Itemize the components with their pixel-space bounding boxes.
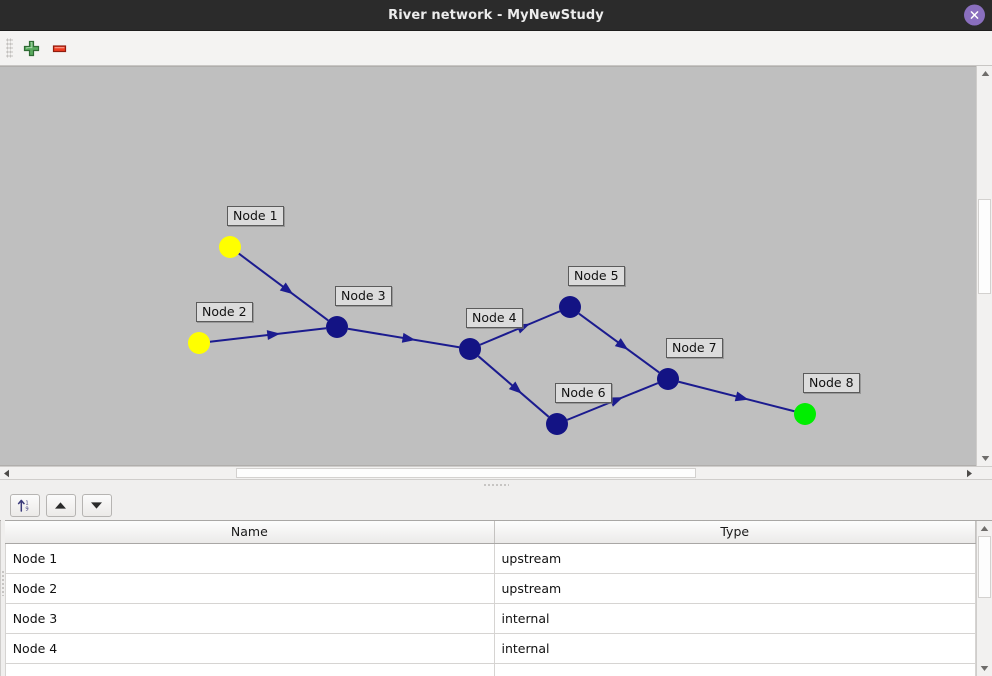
scroll-up-icon[interactable] — [977, 66, 992, 81]
nodes-vertical-scrollbar[interactable] — [975, 521, 992, 676]
green-plus-icon — [23, 40, 39, 56]
nodes-scroll-track[interactable] — [976, 536, 992, 661]
vertical-scroll-track[interactable] — [977, 81, 992, 451]
graph-node-node2[interactable] — [188, 332, 210, 354]
scroll-left-icon[interactable] — [0, 467, 13, 479]
graph-node-node6[interactable] — [546, 413, 568, 435]
edge-arrow-icon — [734, 391, 749, 402]
close-icon[interactable] — [964, 4, 985, 26]
node-label-node3[interactable]: Node 3 — [335, 286, 392, 307]
table-cell[interactable]: Node 1 — [4, 543, 495, 574]
table-cell[interactable]: Node 3 — [4, 603, 495, 634]
scrollbar-corner — [976, 467, 992, 479]
table-cell[interactable]: internal — [494, 603, 976, 634]
diagram-area: Node 1 Node 2 Node 3 Node 4 Node 5 Node 6 Node… — [0, 66, 992, 466]
node-row[interactable] — [4, 663, 976, 676]
title-bar: River network - MyNewStudy — [0, 0, 992, 31]
triangle-down-icon — [91, 501, 103, 509]
edge-arrow-icon — [609, 397, 624, 407]
sort-ascending-icon: 1 9 — [18, 499, 29, 512]
horizontal-scroll-track[interactable] — [13, 467, 963, 479]
vertical-scroll-thumb[interactable] — [978, 199, 991, 294]
scroll-down-icon[interactable] — [977, 451, 992, 466]
table-cell[interactable]: Node 2 — [4, 573, 495, 604]
nodes-move-up-button[interactable] — [45, 493, 76, 517]
table-cell[interactable]: internal — [494, 633, 976, 664]
table-cell[interactable] — [4, 663, 495, 676]
network-canvas[interactable]: Node 1 Node 2 Node 3 Node 4 Node 5 Node 6 Node… — [0, 66, 976, 466]
canvas-horizontal-scrollbar[interactable] — [0, 466, 992, 480]
toolbar-drag-handle[interactable] — [6, 38, 13, 58]
graph-node-node1[interactable] — [219, 236, 241, 258]
table-cell[interactable]: Node 4 — [4, 633, 495, 664]
node-label-node5[interactable]: Node 5 — [568, 266, 625, 287]
table-cell[interactable]: upstream — [494, 573, 976, 604]
triangle-up-icon — [55, 501, 67, 509]
nodes-scroll-up-icon[interactable] — [976, 521, 992, 536]
node-label-node2[interactable]: Node 2 — [196, 302, 253, 323]
nodes-scroll-thumb[interactable] — [977, 536, 991, 598]
splitter-grip-icon — [483, 483, 509, 487]
vertical-splitter[interactable] — [0, 490, 5, 676]
column-header-name[interactable]: Name — [5, 521, 495, 544]
nodes-sort-button[interactable]: 1 9 — [9, 493, 40, 517]
edge-arrow-icon — [614, 338, 629, 350]
red-minus-icon — [52, 44, 66, 52]
nodes-toolbar: 1 9 — [4, 490, 992, 520]
remove-node-button[interactable] — [45, 34, 73, 62]
main-toolbar — [0, 31, 992, 66]
node-label-node1[interactable]: Node 1 — [227, 206, 284, 227]
reaches-vertical-scrollbar[interactable] — [0, 521, 1, 676]
edge-arrow-icon — [266, 330, 281, 341]
horizontal-scroll-thumb[interactable] — [236, 468, 696, 478]
canvas-vertical-scrollbar[interactable] — [976, 66, 992, 466]
node-label-node4[interactable]: Node 4 — [466, 308, 523, 329]
window-title: River network - MyNewStudy — [388, 7, 604, 23]
graph-node-node3[interactable] — [326, 316, 348, 338]
graph-node-node8[interactable] — [794, 403, 816, 425]
table-cell[interactable]: upstream — [494, 543, 976, 574]
edge-arrow-icon — [401, 332, 416, 343]
svg-text:1: 1 — [26, 500, 29, 506]
edge-arrow-icon — [508, 381, 522, 394]
add-node-button[interactable] — [17, 34, 45, 62]
edge-arrow-icon — [279, 282, 294, 295]
graph-node-node4[interactable] — [459, 338, 481, 360]
graph-node-node5[interactable] — [559, 296, 581, 318]
scroll-right-icon[interactable] — [963, 467, 976, 479]
vertical-splitter-grip-icon — [0, 570, 5, 596]
nodes-scroll-down-icon[interactable] — [976, 661, 992, 676]
table-cell[interactable] — [494, 663, 976, 676]
nodes-move-down-button[interactable] — [81, 493, 112, 517]
graph-node-node7[interactable] — [657, 368, 679, 390]
node-label-node8[interactable]: Node 8 — [803, 373, 860, 394]
horizontal-splitter[interactable] — [0, 480, 992, 490]
node-label-node6[interactable]: Node 6 — [555, 383, 612, 404]
svg-text:9: 9 — [26, 506, 29, 512]
network-graph — [188, 236, 816, 435]
column-header-type[interactable]: Type — [494, 521, 976, 544]
node-label-node7[interactable]: Node 7 — [666, 338, 723, 359]
